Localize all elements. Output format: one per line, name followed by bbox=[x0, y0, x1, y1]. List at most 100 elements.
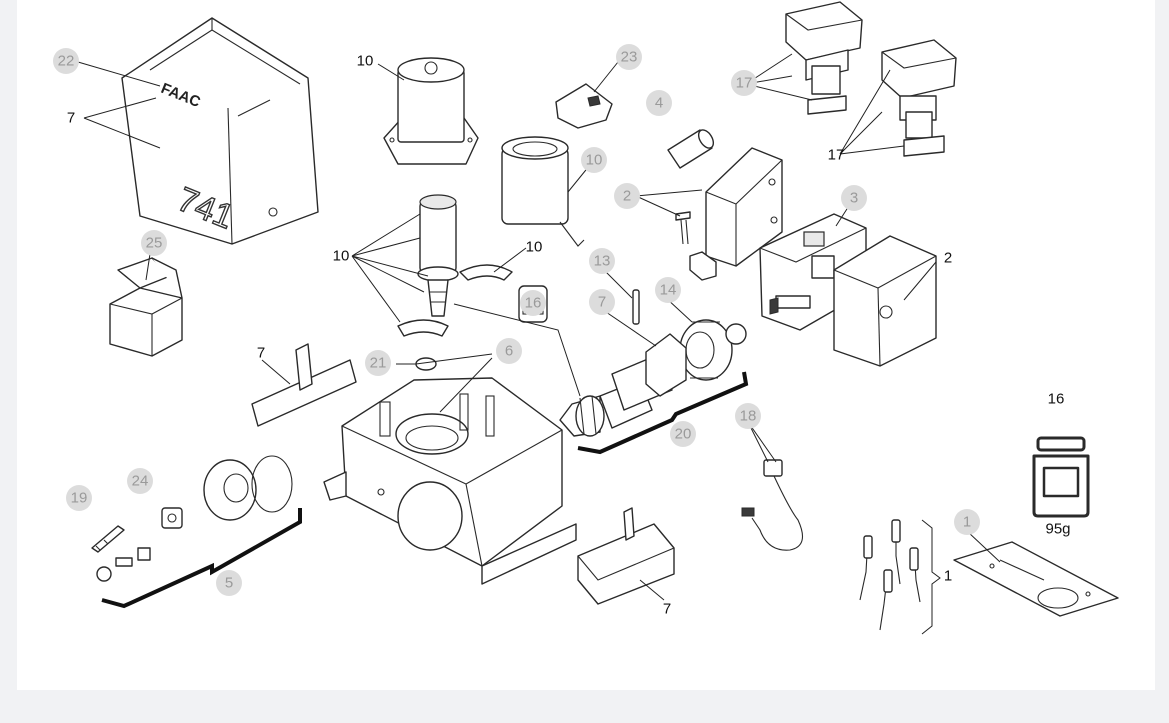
bracket-part bbox=[645, 333, 687, 397]
callout-10: 10 bbox=[357, 53, 374, 70]
callout-7: 7 bbox=[663, 601, 671, 618]
diagram-panel: FAAC 741 bbox=[17, 0, 1155, 690]
handwheel-part bbox=[203, 455, 293, 521]
callout-number: 10 bbox=[333, 248, 350, 265]
callout-bubble bbox=[731, 70, 757, 96]
callout-bubble bbox=[127, 468, 153, 494]
callout-bubble bbox=[735, 403, 761, 429]
callout-number: 1 bbox=[963, 514, 971, 531]
callout-bubble bbox=[670, 421, 696, 447]
callout-bubble bbox=[616, 44, 642, 70]
callout-21: 21 bbox=[365, 350, 391, 376]
callout-bubble bbox=[614, 183, 640, 209]
callout-number: 7 bbox=[257, 345, 265, 362]
callout-24: 24 bbox=[127, 468, 153, 494]
callout-number: 19 bbox=[71, 490, 88, 507]
callout-number: 13 bbox=[594, 253, 611, 270]
callout-20: 20 bbox=[670, 421, 696, 447]
callout-number: 1 bbox=[944, 568, 952, 585]
motor-part bbox=[383, 57, 479, 165]
callout-1: 1 bbox=[954, 509, 980, 535]
callout-16: 16 bbox=[520, 290, 546, 316]
group-brace-20 bbox=[577, 371, 749, 455]
group-brace-5 bbox=[101, 508, 302, 609]
grease-jar-large: 16 95g bbox=[1032, 391, 1090, 538]
callout-bubble bbox=[841, 185, 867, 211]
callout-number: 22 bbox=[58, 53, 75, 70]
half-ring-part bbox=[459, 264, 513, 281]
screw-set-part bbox=[96, 547, 151, 582]
callout-number: 4 bbox=[655, 95, 663, 112]
callout-bubble bbox=[589, 289, 615, 315]
callout-bubble bbox=[520, 290, 546, 316]
callout-number: 17 bbox=[828, 147, 845, 164]
base-plate-part bbox=[953, 541, 1119, 617]
callout-bubble bbox=[581, 147, 607, 173]
callout-1: 1 bbox=[944, 568, 952, 585]
cover-part: FAAC 741 bbox=[121, 17, 319, 245]
end-bracket-part bbox=[577, 507, 675, 605]
callout-6: 6 bbox=[496, 338, 522, 364]
callout-17: 17 bbox=[731, 70, 757, 96]
callout-18: 18 bbox=[735, 403, 761, 429]
callout-number: 3 bbox=[850, 190, 858, 207]
callout-bubble bbox=[655, 277, 681, 303]
key-tag-part bbox=[555, 83, 613, 129]
callout-bubble bbox=[589, 248, 615, 274]
callout-bubble bbox=[646, 90, 672, 116]
callout-23: 23 bbox=[616, 44, 642, 70]
callout-number: 24 bbox=[132, 473, 149, 490]
exploded-parts-diagram: FAAC 741 bbox=[53, 1, 1119, 635]
callout-5: 5 bbox=[216, 570, 242, 596]
pump-shaft-part bbox=[417, 194, 459, 317]
callout-10: 10 bbox=[526, 239, 543, 256]
callout-2: 2 bbox=[614, 183, 640, 209]
callout-19: 19 bbox=[66, 485, 92, 511]
callout-number: 23 bbox=[621, 49, 638, 66]
callout-number: 10 bbox=[357, 53, 374, 70]
callout-bubble bbox=[66, 485, 92, 511]
callout-number: 17 bbox=[736, 75, 753, 92]
callout-25: 25 bbox=[141, 230, 167, 256]
callout-number: 10 bbox=[526, 239, 543, 256]
half-ring-part bbox=[397, 319, 449, 337]
stator-part bbox=[501, 136, 585, 247]
limit-bracket-part bbox=[785, 1, 863, 115]
callout-3: 3 bbox=[841, 185, 867, 211]
callout-bubble bbox=[53, 48, 79, 74]
callout-number: 10 bbox=[586, 152, 603, 169]
cable-set-brace bbox=[921, 519, 941, 635]
callout-number: 2 bbox=[944, 250, 952, 267]
callout-bubble bbox=[216, 570, 242, 596]
grease-weight: 95g bbox=[1045, 521, 1070, 538]
callout-number: 25 bbox=[146, 235, 163, 252]
callout-10: 10 bbox=[581, 147, 607, 173]
cable-set-part bbox=[859, 519, 921, 631]
callout-2: 2 bbox=[944, 250, 952, 267]
callout-number: 6 bbox=[505, 343, 513, 360]
sensor-cable-part bbox=[741, 459, 804, 551]
base-housing-part bbox=[323, 377, 577, 585]
bracket-plate-part bbox=[689, 147, 783, 281]
callout-7: 7 bbox=[589, 289, 615, 315]
callout-number: 7 bbox=[67, 110, 75, 127]
callout-number: 21 bbox=[370, 355, 387, 372]
callout-number: 7 bbox=[663, 601, 671, 618]
callout-4: 4 bbox=[646, 90, 672, 116]
side-bracket-part bbox=[251, 343, 357, 427]
callout-number: 16 bbox=[525, 295, 542, 312]
callout-bubble bbox=[954, 509, 980, 535]
gear-part bbox=[679, 319, 747, 381]
grease-label: 16 bbox=[1048, 391, 1065, 408]
callout-number: 18 bbox=[740, 408, 757, 425]
lock-cylinder-part bbox=[161, 507, 183, 529]
box-part bbox=[109, 257, 183, 357]
release-key-part bbox=[91, 525, 125, 553]
callout-number: 2 bbox=[623, 188, 631, 205]
callout-7: 7 bbox=[257, 345, 265, 362]
callout-14: 14 bbox=[655, 277, 681, 303]
callout-13: 13 bbox=[589, 248, 615, 274]
callout-17: 17 bbox=[828, 147, 845, 164]
callout-bubble bbox=[496, 338, 522, 364]
